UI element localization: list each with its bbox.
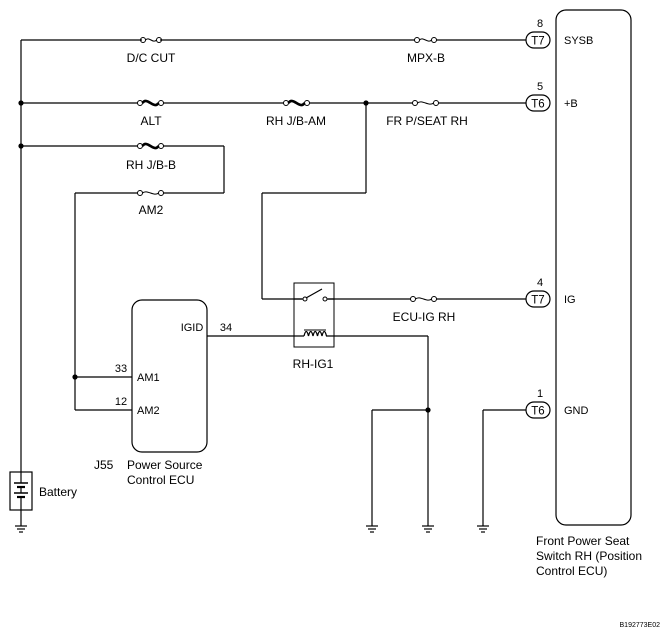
- connector-b: T6 5: [525, 81, 551, 112]
- fuse-label-rh-jb-am: RH J/B-AM: [266, 114, 326, 128]
- junction-dot: [18, 100, 24, 106]
- ecu-name-line2: Control ECU: [127, 473, 194, 487]
- ground-relay-2-icon: [422, 525, 434, 533]
- fuse-label-rh-jb-b: RH J/B-B: [126, 158, 176, 172]
- fuse-mpx-b: [414, 37, 437, 43]
- fuse-label-mpx-b: MPX-B: [407, 51, 445, 65]
- ecu-connector-id: J55: [94, 458, 114, 472]
- fuse-am2: [137, 190, 164, 196]
- fuse-fr-pseat-rh: [412, 100, 439, 106]
- pin-number-igid: 34: [220, 322, 232, 334]
- pin-number-am1: 33: [115, 363, 127, 375]
- seat-switch-ecu: SYSB +B IG GND Front Power Seat Switch R…: [536, 9, 642, 578]
- fuse-ecu-ig-rh: [410, 296, 437, 302]
- pin-label-gnd: GND: [564, 405, 589, 417]
- fuse-dc-cut: [140, 37, 162, 43]
- pin-label-b: +B: [564, 98, 578, 110]
- pin-number-sysb: 8: [537, 18, 543, 30]
- ecu-name: Power Source: [127, 458, 203, 472]
- power-source-ecu: IGID AM1 AM2 34 33 12 J55 Power Source C…: [94, 299, 232, 487]
- connector-sysb: T7 8: [525, 18, 551, 49]
- pin-label-am2: AM2: [137, 405, 160, 417]
- pin-label-sysb: SYSB: [564, 35, 593, 47]
- seat-ecu-name-line3: Control ECU): [536, 564, 607, 578]
- fuse-rh-jb-b: [137, 142, 164, 150]
- fuse-label-fr-pseat-rh: FR P/SEAT RH: [386, 114, 468, 128]
- connector-id-ig: T7: [531, 295, 544, 307]
- connector-id-gnd: T6: [531, 406, 544, 418]
- fuse-label-ecu-ig-rh: ECU-IG RH: [393, 310, 456, 324]
- relay-rh-ig1: RH-IG1: [293, 282, 335, 371]
- figure-code: B192773E02: [620, 622, 661, 629]
- fuse-label-alt: ALT: [140, 114, 162, 128]
- fuse-labels: D/C CUT MPX-B ALT RH J/B-AM FR P/SEAT RH…: [126, 51, 468, 324]
- pin-label-am1: AM1: [137, 372, 160, 384]
- relay-coil-icon: [303, 330, 328, 337]
- ground-relay-icon: [366, 525, 378, 533]
- pin-number-am2: 12: [115, 396, 127, 408]
- pin-number-gnd: 1: [537, 388, 543, 400]
- battery-label: Battery: [39, 485, 77, 499]
- junction-dot: [425, 407, 431, 413]
- ground-gnd-icon: [477, 525, 489, 533]
- pin-number-b: 5: [537, 81, 543, 93]
- wires: [20, 39, 526, 526]
- connector-gnd: T6 1: [525, 388, 551, 419]
- fuse-label-am2: AM2: [139, 203, 164, 217]
- junction-dot: [363, 100, 369, 106]
- pin-label-igid: IGID: [181, 322, 204, 334]
- seat-ecu-name-line1: Front Power Seat: [536, 534, 630, 548]
- pin-number-ig: 4: [537, 277, 543, 289]
- relay-label: RH-IG1: [293, 357, 334, 371]
- fuse-label-dc-cut: D/C CUT: [127, 51, 176, 65]
- ground-battery-icon: [15, 525, 27, 533]
- fuse-rh-jb-am: [283, 99, 310, 107]
- connector-id-sysb: T7: [531, 36, 544, 48]
- fuse-alt: [137, 99, 164, 107]
- junction-dots: [18, 100, 431, 413]
- battery: Battery: [9, 471, 77, 511]
- connector-id-b: T6: [531, 99, 544, 111]
- connector-ig: T7 4: [525, 277, 551, 308]
- junction-dot: [18, 143, 24, 149]
- seat-ecu-name-line2: Switch RH (Position: [536, 549, 642, 563]
- junction-dot: [72, 374, 78, 380]
- pin-label-ig: IG: [564, 294, 576, 306]
